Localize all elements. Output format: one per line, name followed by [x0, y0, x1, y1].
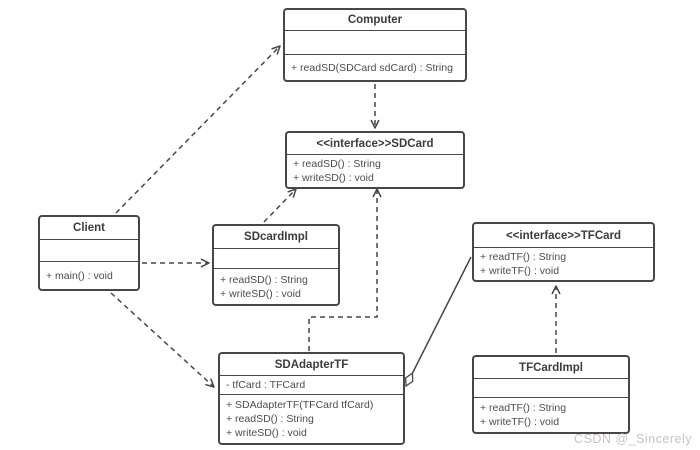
- class-computer: Computer + readSD(SDCard sdCard) : Strin…: [283, 8, 467, 82]
- method-line: + writeSD() : void: [220, 288, 301, 300]
- class-tfcard-interface: <<interface>>TFCard + readTF() : String …: [472, 222, 655, 282]
- class-client-attributes: [40, 240, 138, 262]
- dependency-client-computer: [115, 45, 281, 214]
- method-line: + writeTF() : void: [480, 265, 560, 277]
- class-client: Client + main() : void: [38, 215, 140, 291]
- class-sdcard-interface: <<interface>>SDCard + readSD() : String …: [285, 131, 465, 189]
- class-computer-methods: + readSD(SDCard sdCard) : String: [285, 55, 465, 80]
- class-sdadaptertf: SDAdapterTF - tfCard : TFCard + SDAdapte…: [218, 352, 405, 445]
- method-line: + writeSD() : void: [226, 427, 307, 439]
- class-sdcard-interface-title: <<interface>>SDCard: [287, 133, 463, 155]
- class-sdadaptertf-methods: + SDAdapterTF(TFCard tfCard) + readSD() …: [220, 395, 403, 443]
- class-sdadaptertf-title: SDAdapterTF: [220, 354, 403, 376]
- class-sdcardimpl-attributes: [214, 249, 338, 269]
- method-line: + writeTF() : void: [480, 416, 560, 428]
- method-line: + readTF() : String: [480, 251, 567, 263]
- class-computer-attributes: [285, 31, 465, 55]
- realization-sdcardimpl-sdcard: [263, 188, 297, 223]
- method-line: + readSD() : String: [226, 413, 314, 425]
- method-line: + writeSD() : void: [293, 172, 374, 184]
- class-tfcardimpl-methods: + readTF() : String + writeTF() : void: [474, 398, 628, 432]
- class-tfcardimpl-title: TFCardImpl: [474, 357, 628, 379]
- class-client-title: Client: [40, 217, 138, 240]
- dependency-client-sdadaptertf: [110, 292, 215, 388]
- csdn-watermark: CSDN @_Sincerely: [574, 432, 692, 446]
- class-sdcardimpl-methods: + readSD() : String + writeSD() : void: [214, 269, 338, 304]
- method-line: + readTF() : String: [480, 402, 567, 414]
- class-sdcardimpl: SDcardImpl + readSD() : String + writeSD…: [212, 224, 340, 306]
- class-computer-title: Computer: [285, 10, 465, 31]
- method-line: + readSD() : String: [220, 274, 308, 286]
- class-sdcard-interface-methods: + readSD() : String + writeSD() : void: [287, 155, 463, 187]
- class-sdadaptertf-attributes: - tfCard : TFCard: [220, 376, 403, 395]
- aggregation-sdadaptertf-tfcard: [406, 256, 472, 386]
- method-line: + main() : void: [46, 270, 113, 282]
- method-line: + SDAdapterTF(TFCard tfCard): [226, 399, 374, 411]
- class-tfcard-interface-methods: + readTF() : String + writeTF() : void: [474, 248, 653, 280]
- class-tfcardimpl-attributes: [474, 379, 628, 398]
- method-line: + readSD(SDCard sdCard) : String: [291, 62, 453, 74]
- attribute-line: - tfCard : TFCard: [226, 379, 306, 391]
- class-tfcard-interface-title: <<interface>>TFCard: [474, 224, 653, 248]
- class-sdcardimpl-title: SDcardImpl: [214, 226, 338, 249]
- class-tfcardimpl: TFCardImpl + readTF() : String + writeTF…: [472, 355, 630, 434]
- realization-sdadaptertf-sdcard: [308, 188, 382, 351]
- class-client-methods: + main() : void: [40, 262, 138, 289]
- method-line: + readSD() : String: [293, 158, 381, 170]
